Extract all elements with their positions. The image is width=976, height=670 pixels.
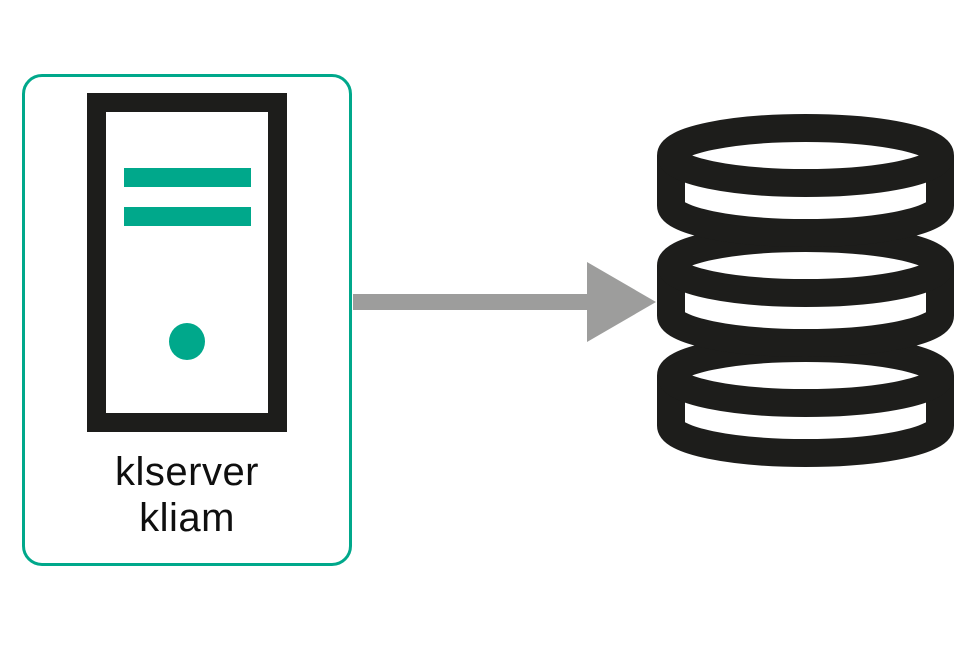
server-node-label-line1: klserver <box>114 450 260 494</box>
arrow-head-icon <box>587 262 656 342</box>
database-icon <box>657 114 954 467</box>
database-disc-bottom <box>657 334 954 467</box>
database-disc-middle <box>657 224 954 357</box>
server-node-box: klserver kliam <box>22 74 352 566</box>
server-power-dot-icon <box>169 323 205 360</box>
database-disc-top <box>657 114 954 247</box>
server-drive-bar-bottom-icon <box>124 207 251 226</box>
server-node-label-line2: kliam <box>139 496 235 540</box>
arrow-shaft <box>353 294 589 310</box>
server-tower-icon <box>87 93 287 432</box>
server-node-label: klserver kliam <box>25 449 349 541</box>
server-drive-bar-top-icon <box>124 168 251 187</box>
